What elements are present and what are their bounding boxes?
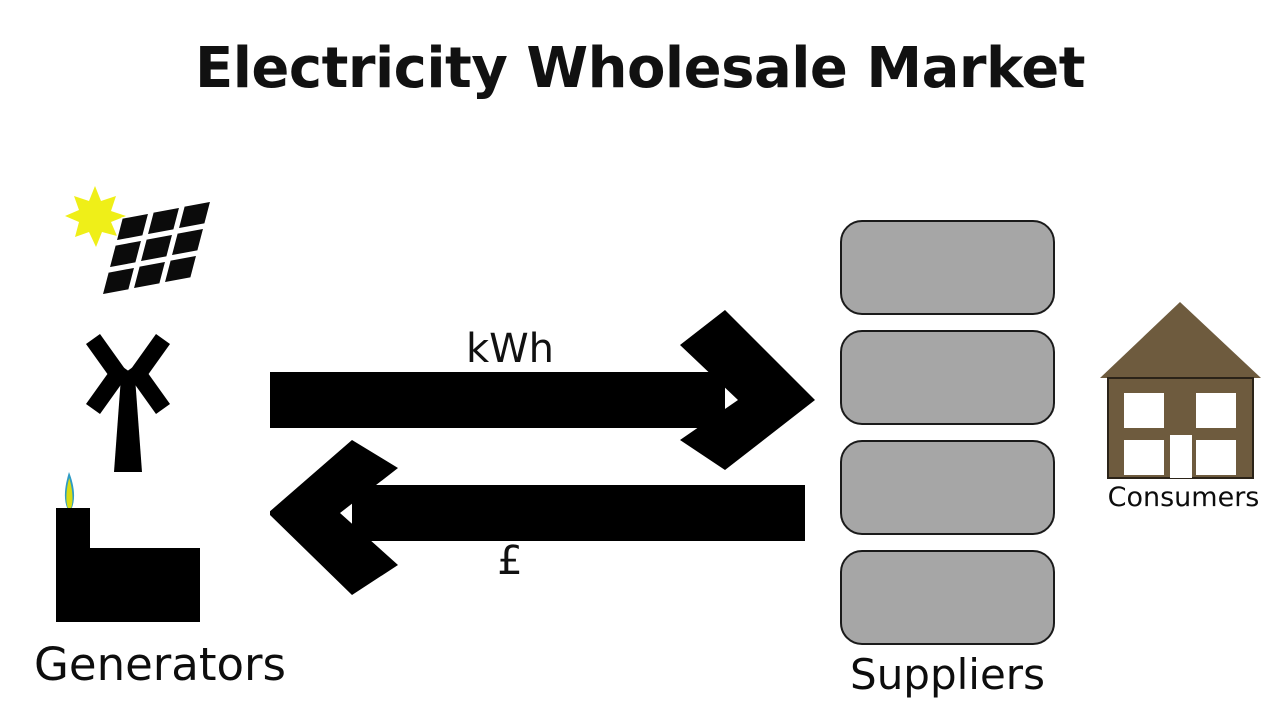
energy-flow-arrow-right[interactable]	[270, 310, 815, 470]
payment-flow-label: £	[497, 538, 523, 584]
house-icon	[1100, 302, 1261, 479]
generators-label: Generators	[34, 638, 286, 691]
power-plant-icon	[56, 472, 200, 622]
flow-arrows-group: kWh £	[270, 300, 830, 600]
supplier-box[interactable]	[840, 220, 1055, 315]
suppliers-group: Suppliers	[840, 220, 1065, 720]
supplier-box[interactable]	[840, 440, 1055, 535]
energy-flow-label: kWh	[465, 326, 555, 372]
consumers-label: Consumers	[1107, 482, 1260, 513]
payment-flow-arrow-left[interactable]	[270, 440, 805, 600]
page-title: Electricity Wholesale Market	[194, 36, 1086, 101]
supplier-box[interactable]	[840, 330, 1055, 425]
generators-group: Generators	[0, 170, 330, 720]
suppliers-label: Suppliers	[850, 650, 1045, 699]
solar-panel-icon	[65, 186, 213, 295]
consumers-group: Consumers	[1090, 300, 1280, 520]
wind-turbine-icon	[86, 334, 170, 472]
supplier-box[interactable]	[840, 550, 1055, 645]
